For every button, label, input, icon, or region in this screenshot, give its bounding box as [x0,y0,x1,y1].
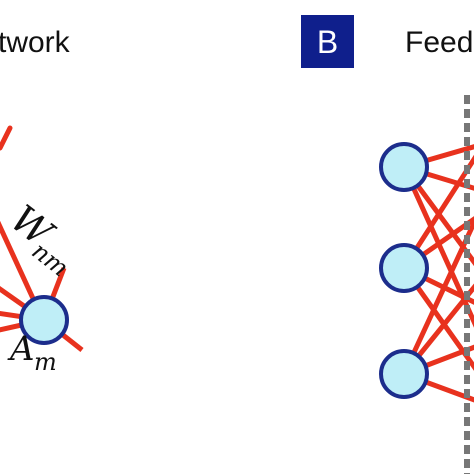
panel-b-title: Feed [405,26,473,59]
node-a-m [19,295,69,345]
edge-a1 [0,125,13,151]
panel-b-badge: B [301,15,354,68]
node-label: A m [7,329,57,376]
node-label-main: A [7,329,35,369]
panel-a-title: twork [0,26,71,59]
input-node-1 [379,142,429,192]
node-label-sub: m [34,348,57,376]
badge-box [301,15,354,68]
input-node-3 [379,349,429,399]
badge-letter: B [317,24,338,60]
weight-label: W nm [2,196,73,282]
input-node-2 [379,243,429,293]
